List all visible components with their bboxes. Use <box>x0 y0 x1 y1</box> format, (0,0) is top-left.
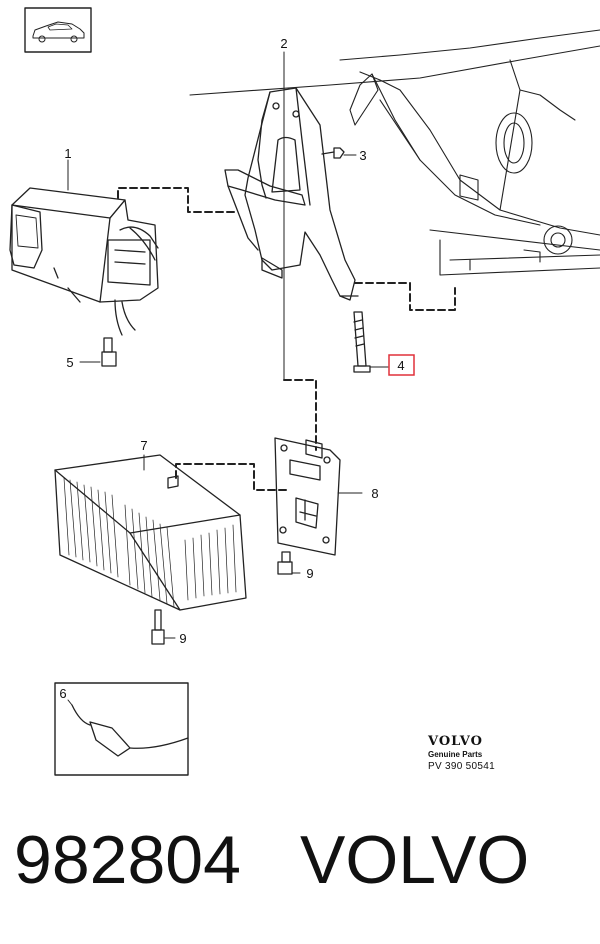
bolt-part-3 <box>321 147 345 159</box>
vehicle-floor-panel <box>189 29 600 276</box>
dashed-connections <box>117 187 456 491</box>
brand-name: VOLVO <box>428 734 483 749</box>
callout-9-left: 9 <box>179 631 186 646</box>
callout-4-highlight <box>388 354 415 376</box>
radiator-part-7 <box>54 454 247 611</box>
leader-lines <box>67 51 389 706</box>
callout-8: 8 <box>371 486 378 501</box>
callout-7: 7 <box>140 438 147 453</box>
brand-block: VOLVO Genuine Parts PV 390 50541 <box>428 735 495 772</box>
parts-diagram: 1 2 3 4 5 6 7 8 9 9 <box>9 7 600 776</box>
screw-part-9-right <box>277 551 293 575</box>
brand-subtitle: Genuine Parts <box>428 750 483 759</box>
callout-5: 5 <box>66 355 73 370</box>
callout-1: 1 <box>64 146 71 161</box>
callout-6: 6 <box>59 686 66 701</box>
mounting-plate-part-8 <box>274 437 341 556</box>
callout-4: 4 <box>397 358 404 373</box>
stud-bolt-part-4 <box>353 311 371 373</box>
brand-code: PV 390 50541 <box>428 761 495 772</box>
screw-part-5 <box>101 337 117 367</box>
screw-part-9-left <box>151 609 165 645</box>
footer-brand: VOLVO <box>300 822 530 898</box>
control-unit-part-1 <box>9 187 159 336</box>
callout-2: 2 <box>280 36 287 51</box>
callout-3: 3 <box>359 148 366 163</box>
bracket-part-2 <box>224 87 359 301</box>
car-thumbnail-icon <box>24 7 92 53</box>
callout-9-right: 9 <box>306 566 313 581</box>
footer-part-number: 982804 <box>14 822 241 898</box>
inset-box-part-6 <box>54 682 189 776</box>
